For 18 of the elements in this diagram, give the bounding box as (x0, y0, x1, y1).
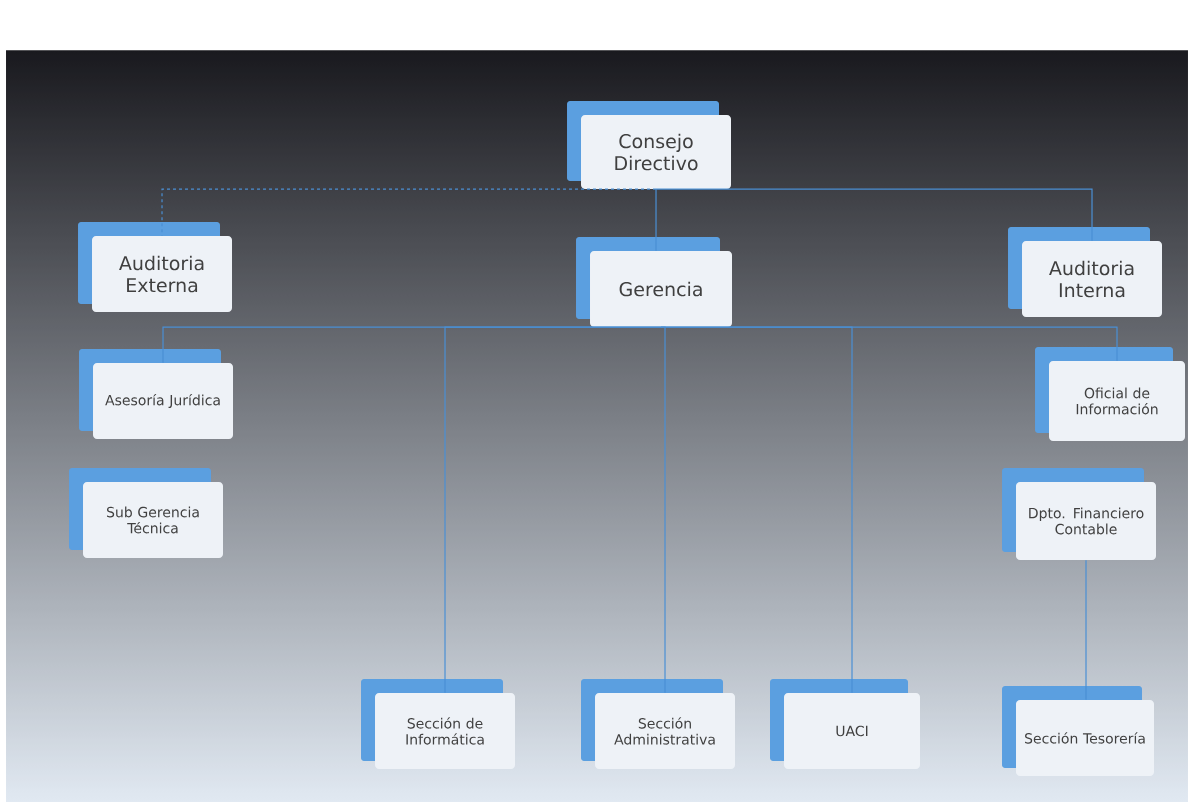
org-box: Dpto. Financiero Contable (1002, 468, 1156, 560)
org-box: Sección de Informática (361, 679, 515, 769)
org-box: Oficial de Información (1035, 347, 1185, 441)
connector-line (660, 326, 853, 694)
org-box: Consejo Directivo (567, 101, 731, 189)
org-box: Auditoria Interna (1008, 227, 1162, 317)
connector-line (161, 188, 657, 237)
org-box: Sub Gerencia Técnica (69, 468, 223, 558)
connector-line (655, 188, 657, 252)
org-box: UACI (770, 679, 920, 769)
org-box: Auditoria Externa (78, 222, 232, 312)
org-box: Sección Administrativa (581, 679, 735, 769)
connector-line (444, 326, 662, 694)
org-box: Asesoría Jurídica (79, 349, 233, 439)
connector-line (655, 188, 1093, 242)
connector-line (1085, 559, 1087, 701)
org-box: Sección Tesorería (1002, 686, 1154, 776)
org-box: Gerencia (576, 237, 732, 327)
